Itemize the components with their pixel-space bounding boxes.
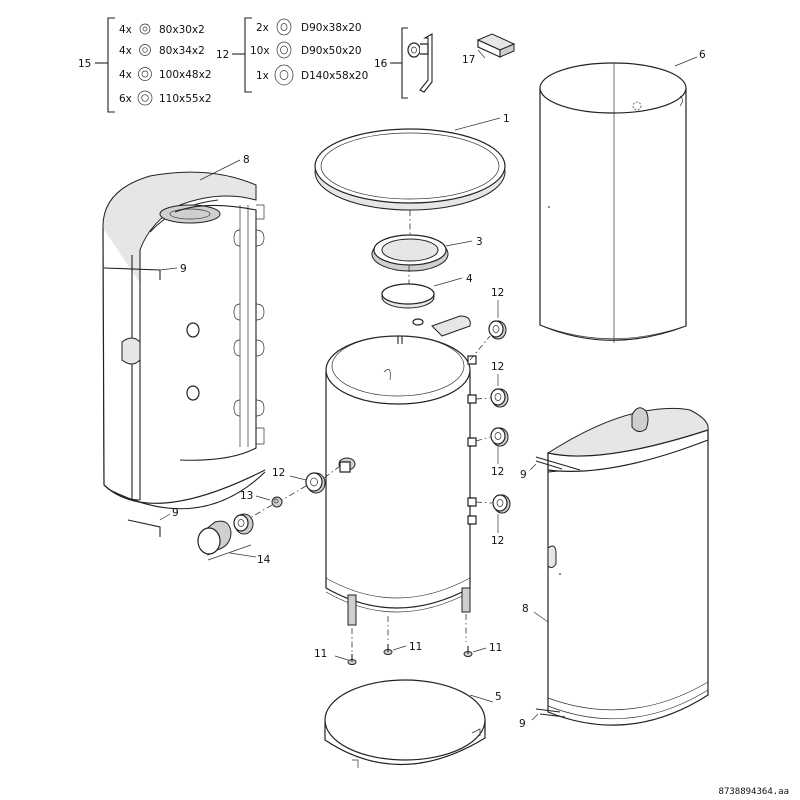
insulation-ring <box>490 388 509 408</box>
callout-8-left: 8 <box>243 154 250 166</box>
callout-13: 13 <box>240 490 253 502</box>
kit-15-row-qty: 4x <box>119 24 132 36</box>
insulation-ring-hole-icon <box>280 45 288 55</box>
kit-15-row-size: 110x55x2 <box>159 93 212 105</box>
assembly-center-lines <box>249 210 493 652</box>
part-8-insulation-right: 8 <box>522 407 709 726</box>
kit-12-row: 1x D140x58x20 <box>256 64 368 86</box>
kit-15-row: 4x 80x30x2 <box>119 23 205 36</box>
callout-12: 12 <box>216 49 229 61</box>
kit-12-ring-list: 12 2x D90x38x20 10x D90x50x20 1x D140x58… <box>216 17 368 93</box>
kit-15-row-qty: 4x <box>119 69 132 81</box>
callout-12-a: 12 <box>491 287 504 299</box>
callout-6: 6 <box>699 49 706 61</box>
callout-12-c: 12 <box>491 466 504 478</box>
kit-12-row-size: D140x58x20 <box>301 70 368 82</box>
kit-15-row-size: 80x34x2 <box>159 45 205 57</box>
gasket-ring-icon <box>138 67 152 81</box>
callout-8-right: 8 <box>522 603 529 615</box>
gasket-ring-icon <box>137 90 153 106</box>
part-11-feet: 11 11 11 <box>314 641 502 665</box>
part-13-plug: 13 <box>240 490 283 508</box>
kit-15-row-qty: 6x <box>119 93 132 105</box>
kit-12-row: 2x D90x38x20 <box>256 18 362 36</box>
kit-12-row-qty: 2x <box>256 22 269 34</box>
gasket-ring-hole-icon <box>142 26 148 32</box>
insulation-ring-hole-icon <box>279 70 289 80</box>
insulation-ring <box>492 494 511 514</box>
part-6-outer-casing: 6 <box>539 49 706 343</box>
callout-12-d: 12 <box>491 535 504 547</box>
part-8-insulation-left: 8 <box>102 154 266 510</box>
callout-1: 1 <box>503 113 510 125</box>
part-3-flange-ring: 3 <box>371 234 483 272</box>
callout-5: 5 <box>495 691 502 703</box>
gasket-ring-hole-icon <box>142 47 148 53</box>
insulation-ring-icon <box>276 41 292 59</box>
insulation-ring-icon <box>276 18 292 36</box>
part-17-block: 17 <box>462 33 516 66</box>
callout-11-a: 11 <box>314 648 327 660</box>
kit-15-row: 4x 80x34x2 <box>119 44 205 57</box>
part-1-top-cover: 1 <box>314 113 510 211</box>
callout-9-right-bottom: 9 <box>519 718 526 730</box>
kit-12-row-qty: 10x <box>250 45 270 57</box>
gasket-ring-icon <box>139 23 151 35</box>
part-16-bracket: 16 <box>374 27 433 99</box>
callout-9-left-bottom: 9 <box>172 507 179 519</box>
insulation-ring <box>490 427 509 447</box>
gasket-ring-hole-icon <box>141 70 149 78</box>
part-5-bottom-cover: 5 <box>324 679 502 768</box>
callout-9-right-top: 9 <box>520 469 527 481</box>
drawing-number: 8738894364.aa <box>719 787 789 797</box>
insulation-ring <box>305 472 326 494</box>
callout-15: 15 <box>78 58 91 70</box>
callout-14: 14 <box>257 554 271 566</box>
kit-15-row-qty: 4x <box>119 45 132 57</box>
insulation-ring <box>488 320 507 340</box>
insulation-ring-icon <box>274 64 294 86</box>
callout-4: 4 <box>466 273 473 285</box>
kit-15-gasket-list: 15 4x 80x30x2 4x 80x34x2 4x 100x48x2 6x … <box>78 17 212 113</box>
callout-16: 16 <box>374 58 388 70</box>
callout-11-b: 11 <box>409 641 422 653</box>
kit-15-row: 4x 100x48x2 <box>119 67 212 81</box>
kit-15-row-size: 80x30x2 <box>159 24 205 36</box>
kit-12-row: 10x D90x50x20 <box>250 41 362 59</box>
insulation-ring-hole-icon <box>280 23 288 31</box>
tank-body <box>325 315 477 626</box>
callout-9-left-top: 9 <box>180 263 187 275</box>
callout-12-e: 12 <box>272 467 285 479</box>
callout-3: 3 <box>476 236 483 248</box>
gasket-ring-icon <box>139 44 151 56</box>
callout-17: 17 <box>462 54 475 66</box>
part-12-rings: 12 12 12 12 12 <box>272 287 511 547</box>
kit-15-row-size: 100x48x2 <box>159 69 212 81</box>
part-4-flange-cover: 4 <box>381 273 473 309</box>
kit-12-row-size: D90x50x20 <box>301 45 362 57</box>
gasket-ring-hole-icon <box>141 94 149 102</box>
part-9-strip-left: 9 9 <box>103 263 187 537</box>
callout-12-b: 12 <box>491 361 504 373</box>
kit-12-row-size: D90x38x20 <box>301 22 362 34</box>
callout-11-c: 11 <box>489 642 502 654</box>
kit-15-row: 6x 110x55x2 <box>119 90 212 106</box>
part-9-strip-right: 9 9 <box>519 456 581 730</box>
part-14-cap-set: 14 <box>197 513 271 566</box>
kit-12-row-qty: 1x <box>256 70 269 82</box>
